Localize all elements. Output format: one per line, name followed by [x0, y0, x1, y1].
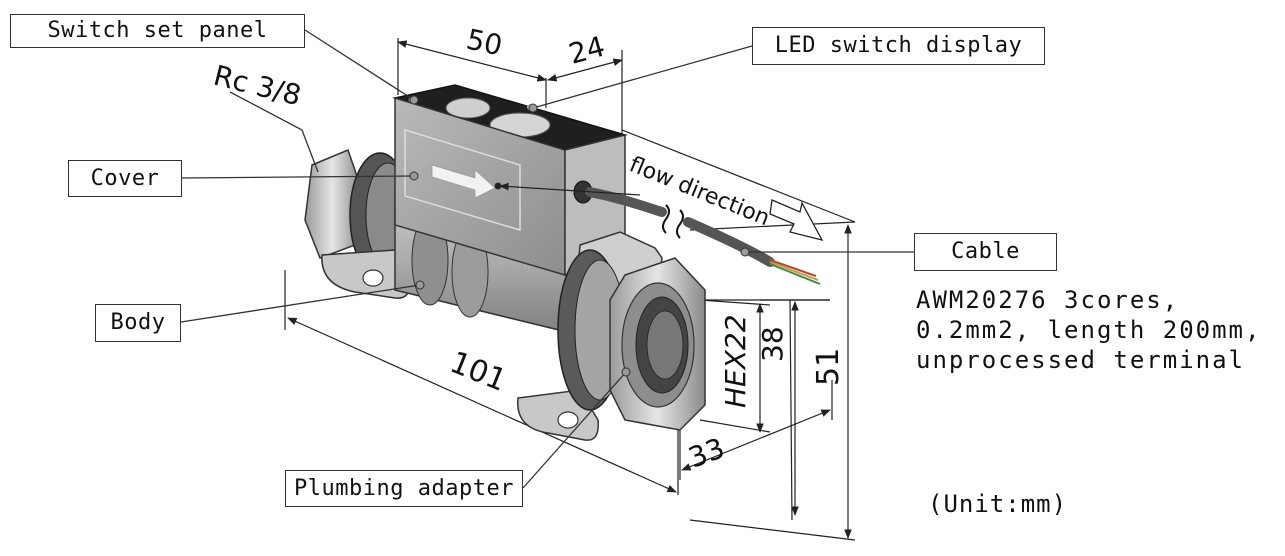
flow-direction-arrow — [769, 199, 824, 241]
dim-display-width: 24 — [565, 30, 608, 71]
dim-adapter-length: 33 — [684, 431, 729, 474]
unit-note: (Unit:mm) — [928, 490, 1068, 518]
dim-hex: HEX22 — [719, 314, 752, 408]
callout-cable: Cable — [914, 233, 1057, 271]
cable — [585, 187, 821, 285]
cable-spec-line-1: AWM20276 3cores, — [916, 286, 1180, 314]
flow-pointer-line — [499, 182, 641, 196]
callout-cover: Cover — [68, 160, 182, 197]
thread-annotation: Rc 3/8 — [210, 59, 304, 113]
leader-dots — [409, 95, 750, 377]
callout-switch-set-panel: Switch set panel — [10, 14, 305, 48]
dim-width-top: 50 — [464, 23, 506, 63]
right-fitting — [517, 231, 706, 441]
callout-led-switch-display: LED switch display — [752, 27, 1045, 65]
callout-plumbing-adapter: Plumbing adapter — [285, 470, 523, 507]
dim-overall-length: 101 — [445, 345, 511, 399]
cable-spec-line-2: 0.2mm2, length 200mm, — [916, 316, 1262, 344]
dim-height-38: 38 — [756, 326, 789, 362]
cable-spec-line-3: unprocessed terminal — [916, 346, 1245, 374]
flow-direction-text: flow direction — [626, 152, 773, 231]
dimension-lines — [284, 38, 856, 541]
dim-height-51: 51 — [811, 348, 846, 386]
leader-lines — [180, 29, 914, 489]
callout-body: Body — [95, 304, 181, 342]
